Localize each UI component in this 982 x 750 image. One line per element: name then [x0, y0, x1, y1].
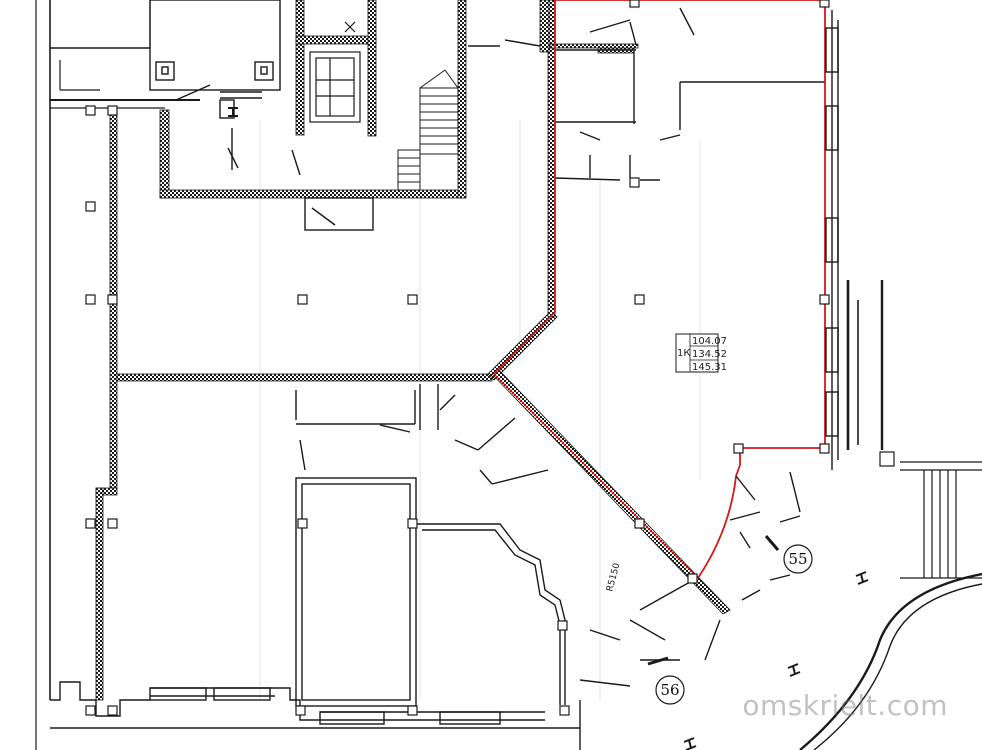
lower-rooms	[295, 384, 566, 707]
column	[85, 518, 96, 529]
column	[85, 294, 96, 305]
room-55-marker: 55	[783, 544, 813, 574]
column	[85, 705, 96, 716]
curved-facade	[799, 572, 982, 750]
column	[819, 443, 830, 454]
column	[733, 443, 744, 454]
watermark: omskrielt.com	[742, 689, 948, 722]
right-facade	[825, 10, 884, 470]
column	[687, 573, 698, 584]
upper-right-rooms	[554, 7, 825, 181]
room-55-number: 55	[788, 550, 807, 568]
room-56-number: 56	[660, 681, 679, 699]
top-left-room	[149, 0, 281, 91]
column	[629, 0, 640, 8]
bottom-facade	[50, 681, 581, 750]
column	[295, 705, 306, 716]
column	[557, 620, 568, 631]
column	[107, 294, 118, 305]
unit-area-1: 104.07	[692, 336, 727, 347]
column	[107, 518, 118, 529]
column	[297, 294, 308, 305]
column	[107, 105, 118, 116]
staircase	[397, 69, 459, 191]
column	[819, 0, 830, 8]
unit-highlight	[493, 0, 826, 579]
lift-core	[309, 21, 361, 123]
column	[407, 705, 418, 716]
background-texture	[259, 120, 701, 700]
column	[407, 518, 418, 529]
column	[407, 294, 418, 305]
unit-label: 1К 104.07 134.52 145.31	[675, 333, 727, 373]
external-stair	[879, 451, 982, 579]
column-markers	[228, 107, 869, 750]
vestibule	[304, 197, 374, 231]
column	[634, 518, 645, 529]
unit-code: 1К	[677, 348, 690, 359]
unit-area-3: 145.31	[692, 362, 727, 373]
column	[559, 705, 570, 716]
column	[107, 705, 118, 716]
column	[634, 294, 645, 305]
column	[85, 105, 96, 116]
column	[297, 518, 308, 529]
hatched-walls	[95, 0, 731, 701]
unit-area-2: 134.52	[692, 349, 727, 360]
radius-label: R5150	[605, 562, 622, 593]
column	[819, 294, 830, 305]
entrance-doors	[579, 471, 801, 687]
column	[629, 177, 640, 188]
column	[85, 201, 96, 212]
room-56-marker: 56	[655, 675, 685, 705]
columns	[85, 0, 830, 716]
